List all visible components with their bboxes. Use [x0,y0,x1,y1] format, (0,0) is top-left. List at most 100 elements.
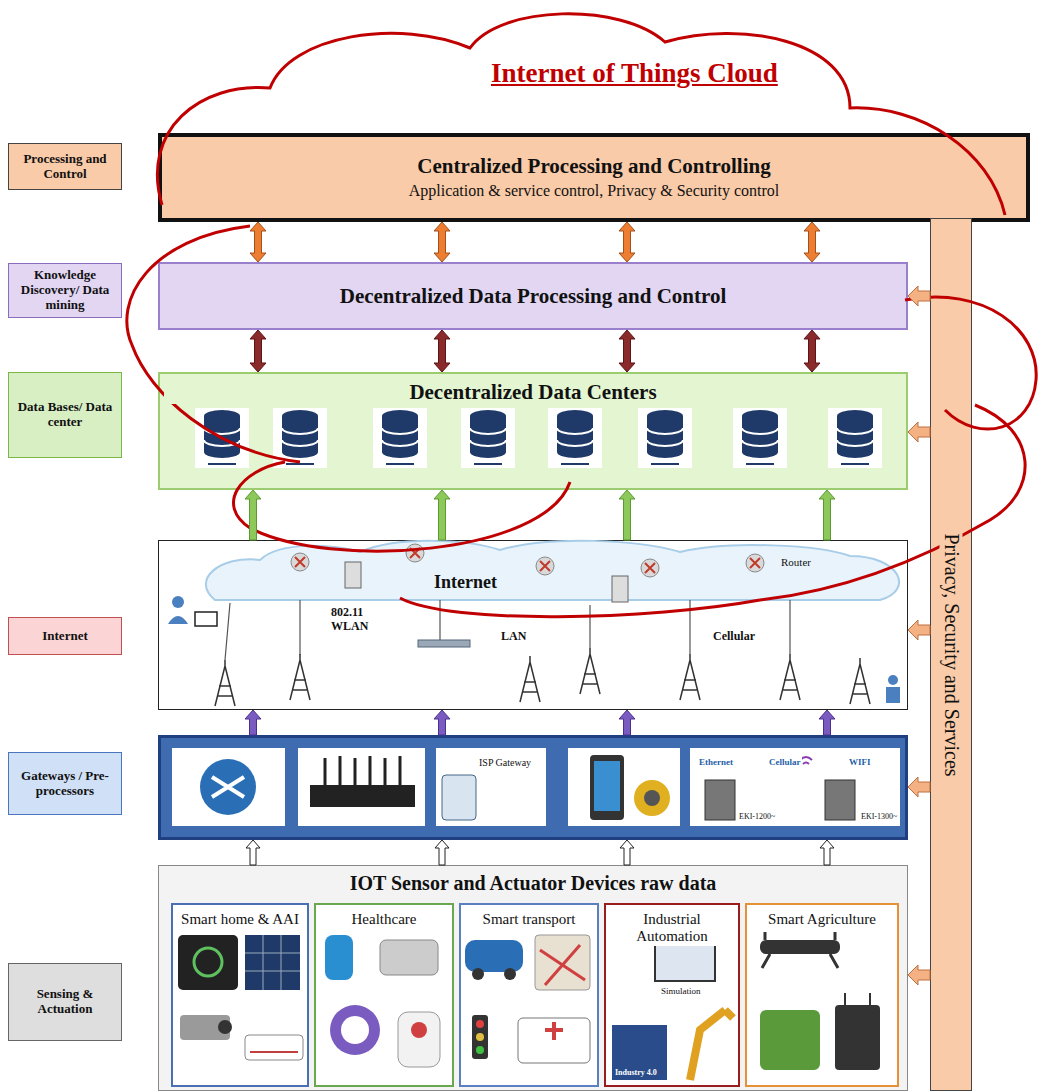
box-note: Cellular [712,630,756,644]
internet-illustration [850,658,870,704]
device-icons [518,1018,590,1063]
box-text: Healthcare [320,911,448,928]
database-row [638,408,692,468]
flow-arrow [908,965,930,985]
database-row [373,408,427,468]
device-icons [472,968,484,980]
gateway-tiles [325,756,400,785]
device-icons [341,1016,369,1044]
layer-label: Data Bases/ Data center [8,372,122,458]
device-icons [245,935,300,990]
box-text: Data Bases/ Data center [13,400,117,430]
internet-illustration [290,654,310,700]
database-row [828,408,882,468]
flow-arrow [619,222,635,262]
layer-label: Processing and Control [8,143,122,190]
internet-illustration [886,687,900,703]
internet-illustration [746,554,764,572]
flow-arrow [908,777,930,797]
internet-illustration [206,541,899,600]
internet-illustration [345,562,361,588]
database-row [195,408,249,468]
device-icons [612,1025,667,1080]
box-note: EKI-1300~ [860,812,898,821]
internet-illustration [225,600,790,660]
gateway-tiles [172,748,285,826]
domain-box: Smart transport [459,903,599,1087]
box-note: LAN [500,630,527,644]
flow-arrow [434,490,450,540]
cloud-outline [760,405,1025,600]
gateway-tiles [594,761,620,811]
box-text: ISP Gateway [478,757,532,769]
device-icons [465,940,523,972]
flow-arrow [619,710,635,735]
flow-arrow [245,710,261,735]
device-icons [476,1046,484,1054]
device-icons [250,1051,298,1053]
cloud-outline [127,226,300,462]
flow-arrow [804,222,820,262]
internet-illustration [780,654,800,700]
flow-arrow [819,710,835,735]
internet-illustration [195,612,217,626]
flow-arrow [434,710,450,735]
box-note: Cellular [768,757,802,767]
device-icons [760,1010,820,1070]
gateway-tiles [568,748,680,826]
internet-illustration [215,660,235,706]
device-icons [245,1035,303,1060]
cloud-outline [127,14,1036,617]
box-text: Smart transport [465,911,593,928]
gateway-tiles [590,755,624,820]
cloud-outline [234,462,570,551]
internet-illustration [291,553,309,571]
flow-arrow [908,620,930,640]
gateway-tiles [200,759,256,815]
side-bar: Privacy, Security and Services [930,218,972,1091]
box-note: Ethernet [698,757,734,767]
gateway-tiles [442,775,476,820]
device-icons [655,945,715,981]
device-icons [325,935,353,980]
database-row [195,408,882,468]
cloud-outline [905,297,1036,429]
internet-illustration [418,640,470,647]
control-layer-box: Centralized Processing and ControllingAp… [158,133,1030,222]
device-icons [545,1022,563,1040]
device-icons [690,1010,733,1080]
device-icons [178,935,238,990]
internet-illustration [680,654,700,700]
domain-box: Healthcare [314,903,454,1087]
gateway-tiles [690,748,900,826]
box-text: Centralized Processing and Controlling [415,154,772,178]
gateway-tiles [634,780,670,816]
box-note: Router [780,556,812,569]
internet-illustration [168,541,900,706]
box-text: Processing and Control [13,152,117,182]
device-icons [180,1015,230,1040]
flow-arrow [245,490,261,540]
layer-label: Gateways / Pre-processors [8,752,122,815]
database-row [733,408,787,468]
flow-arrow [819,490,835,540]
box-note: 802.11 WLAN [330,606,384,634]
domain-box: Smart Agriculture [745,903,899,1087]
diagram-title: Internet of Things Cloud [488,58,781,89]
device-icons [762,932,838,968]
gateway-tiles [705,780,735,820]
device-icons [330,1005,380,1055]
database-row [461,408,515,468]
database-row [273,408,327,468]
internet-illustration [520,656,540,702]
flow-arrow [434,330,450,372]
flow-arrow [250,330,266,372]
flow-arrow [246,840,260,865]
flow-arrow [804,330,820,372]
box-text: Industrial Automation [610,911,734,946]
flow-arrow [435,840,449,865]
network-box: InternetRouter802.11 WLANLANCellular [158,540,908,710]
box-text: Smart home & AAI [177,911,303,928]
gateway-tiles [436,748,546,826]
